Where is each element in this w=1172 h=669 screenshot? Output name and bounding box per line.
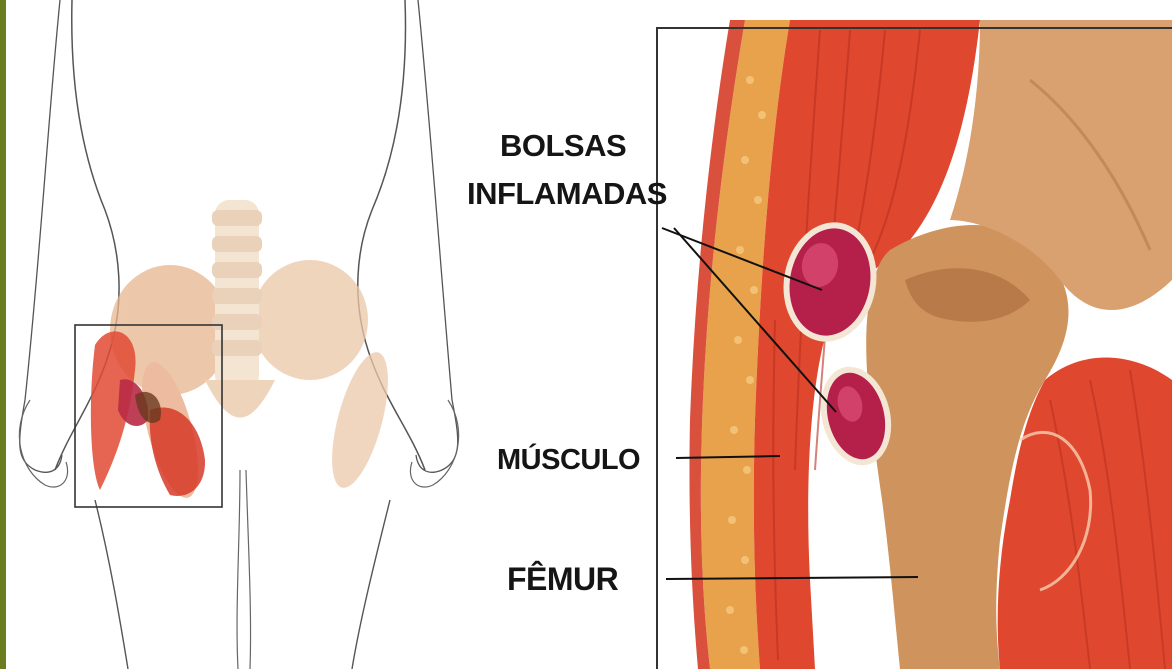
- leader-bursa-lower: [674, 228, 836, 412]
- label-bursae-line2: INFLAMADAS: [467, 176, 667, 212]
- label-femur: FÊMUR: [507, 561, 618, 598]
- label-muscle: MÚSCULO: [497, 444, 640, 477]
- leader-muscle: [676, 456, 780, 458]
- leader-femur: [666, 577, 918, 579]
- label-bursae-line1: BOLSAS: [500, 128, 626, 164]
- leader-bursa-upper: [662, 228, 822, 290]
